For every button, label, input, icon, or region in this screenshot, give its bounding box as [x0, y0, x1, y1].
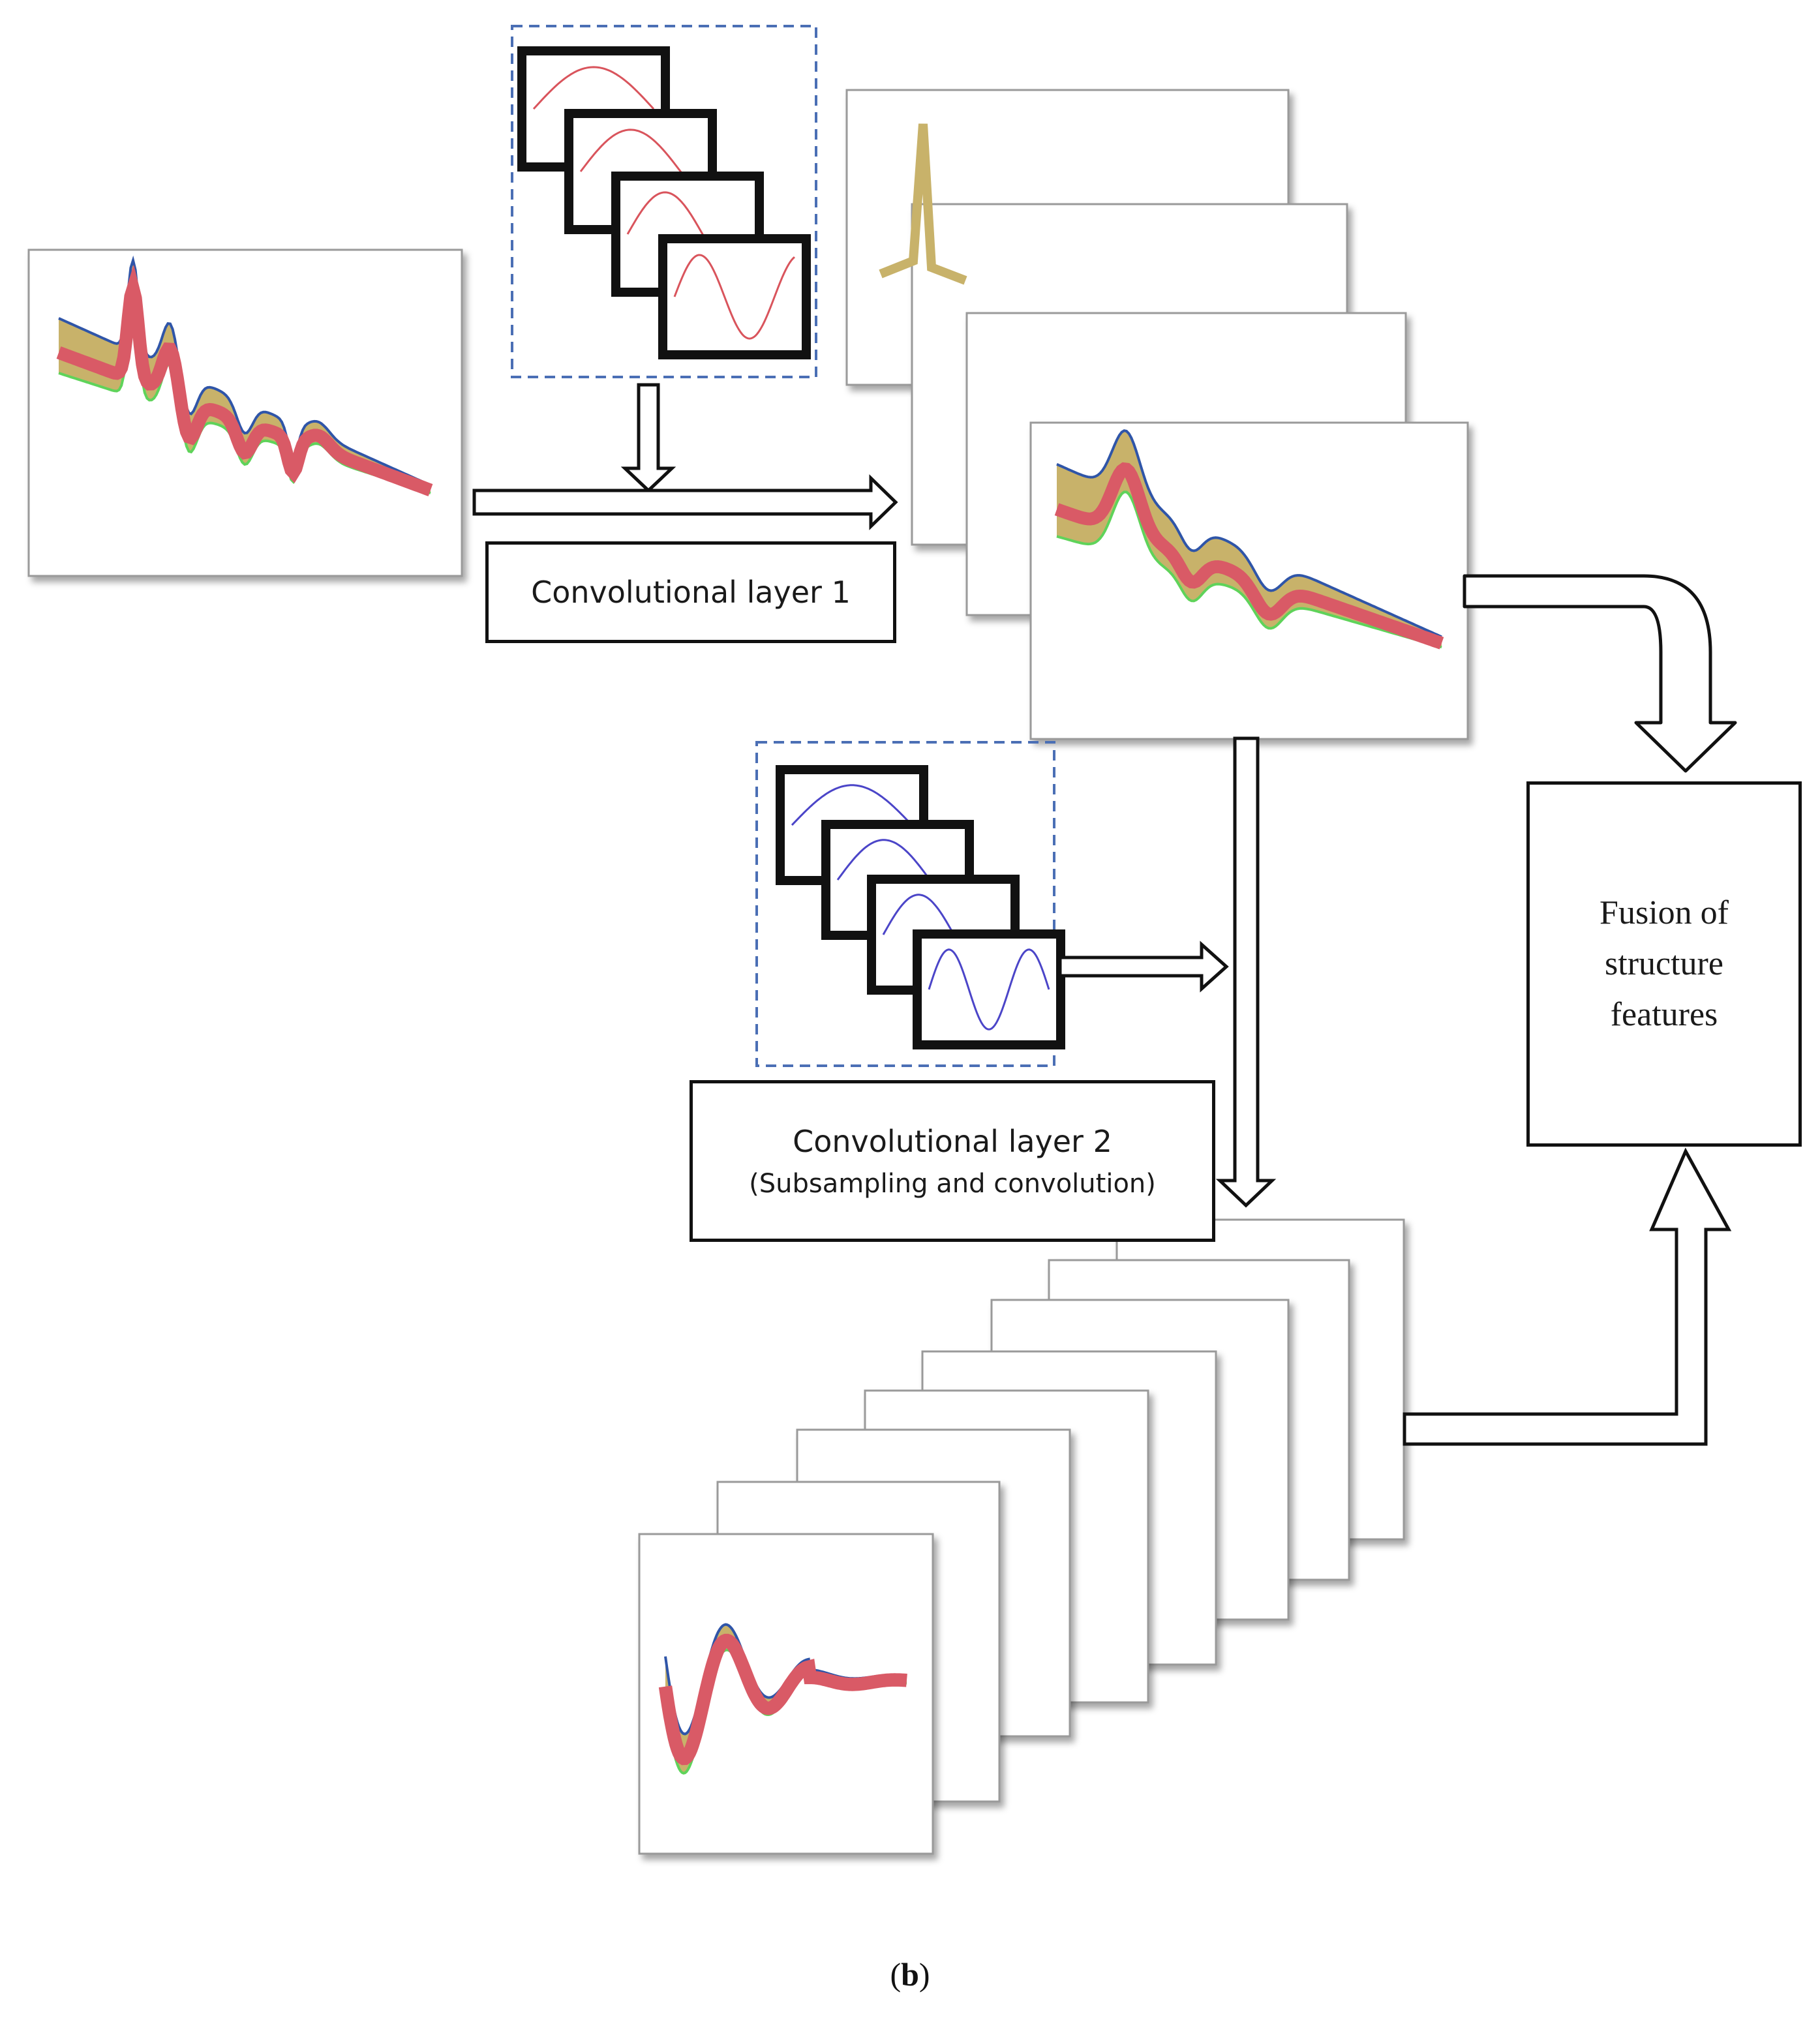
- conv2-kernel-1-curve: [791, 784, 913, 826]
- feature-maps-layer-2: [638, 1218, 1405, 1855]
- kernel-stack-2: [755, 741, 1065, 1067]
- kernel-stack-1-dashed-border: [511, 25, 817, 378]
- fmaps2-to-fusion-arrow: [1403, 1147, 1732, 1446]
- input-spectrum-plot: [56, 255, 433, 496]
- fusion-text-line-3: features: [1610, 996, 1718, 1033]
- conv2-kernel-4: [913, 929, 1065, 1049]
- feature-map-1-4-red-band: [1054, 462, 1444, 650]
- conv1-kernel-4-frame: [658, 234, 811, 359]
- conv-layer-2-subtext: (Subsampling and convolution): [749, 1168, 1156, 1199]
- conv1-kernel-4-curve: [673, 254, 796, 340]
- feature-map-1-4-green-edge: [1056, 490, 1442, 649]
- feature-map-1-1-peak: [879, 123, 967, 285]
- conv1-kernel-4: [658, 234, 811, 359]
- figure-caption: (b): [0, 1955, 1820, 1993]
- feature-maps-layer-1: [845, 89, 1469, 740]
- conv-layer-1-label: Convolutional layer 1: [485, 541, 896, 643]
- kernel-stack-2-dashed-border: [755, 741, 1055, 1067]
- conv-layer-2-text: Convolutional layer 2: [793, 1123, 1112, 1159]
- kernel2-right-arrow: [1058, 941, 1229, 993]
- kernel-stack-1: [511, 25, 817, 378]
- caption-open-paren: (: [890, 1956, 902, 1993]
- caption-close-paren: ): [918, 1956, 930, 1993]
- feature-map-1-4-blue-edge: [1056, 429, 1442, 639]
- fusion-text-line-2: structure: [1605, 945, 1723, 982]
- conv-layer-1-text: Convolutional layer 1: [531, 575, 851, 610]
- caption-letter: b: [901, 1956, 919, 1993]
- input-spectrum-frame: [27, 249, 463, 577]
- fmaps1-to-fmaps2-arrow: [1215, 736, 1277, 1208]
- conv-layer-2-label: Convolutional layer 2 (Subsampling and c…: [690, 1080, 1215, 1242]
- fusion-text-line-1: Fusion of: [1600, 894, 1729, 931]
- fusion-box: Fusion of structure features: [1526, 781, 1802, 1147]
- conv2-kernel-4-frame: [913, 929, 1065, 1049]
- feature-map-2-8-red-band: [658, 1633, 907, 1766]
- kernel1-down-arrow: [620, 383, 676, 493]
- fmaps1-to-fusion-arrow: [1463, 574, 1737, 773]
- conv2-kernel-4-curve: [928, 948, 1050, 1031]
- conv1-kernel-1-curve: [532, 66, 655, 110]
- input-to-conv1-arrow: [472, 474, 898, 530]
- input-red-band: [56, 264, 433, 496]
